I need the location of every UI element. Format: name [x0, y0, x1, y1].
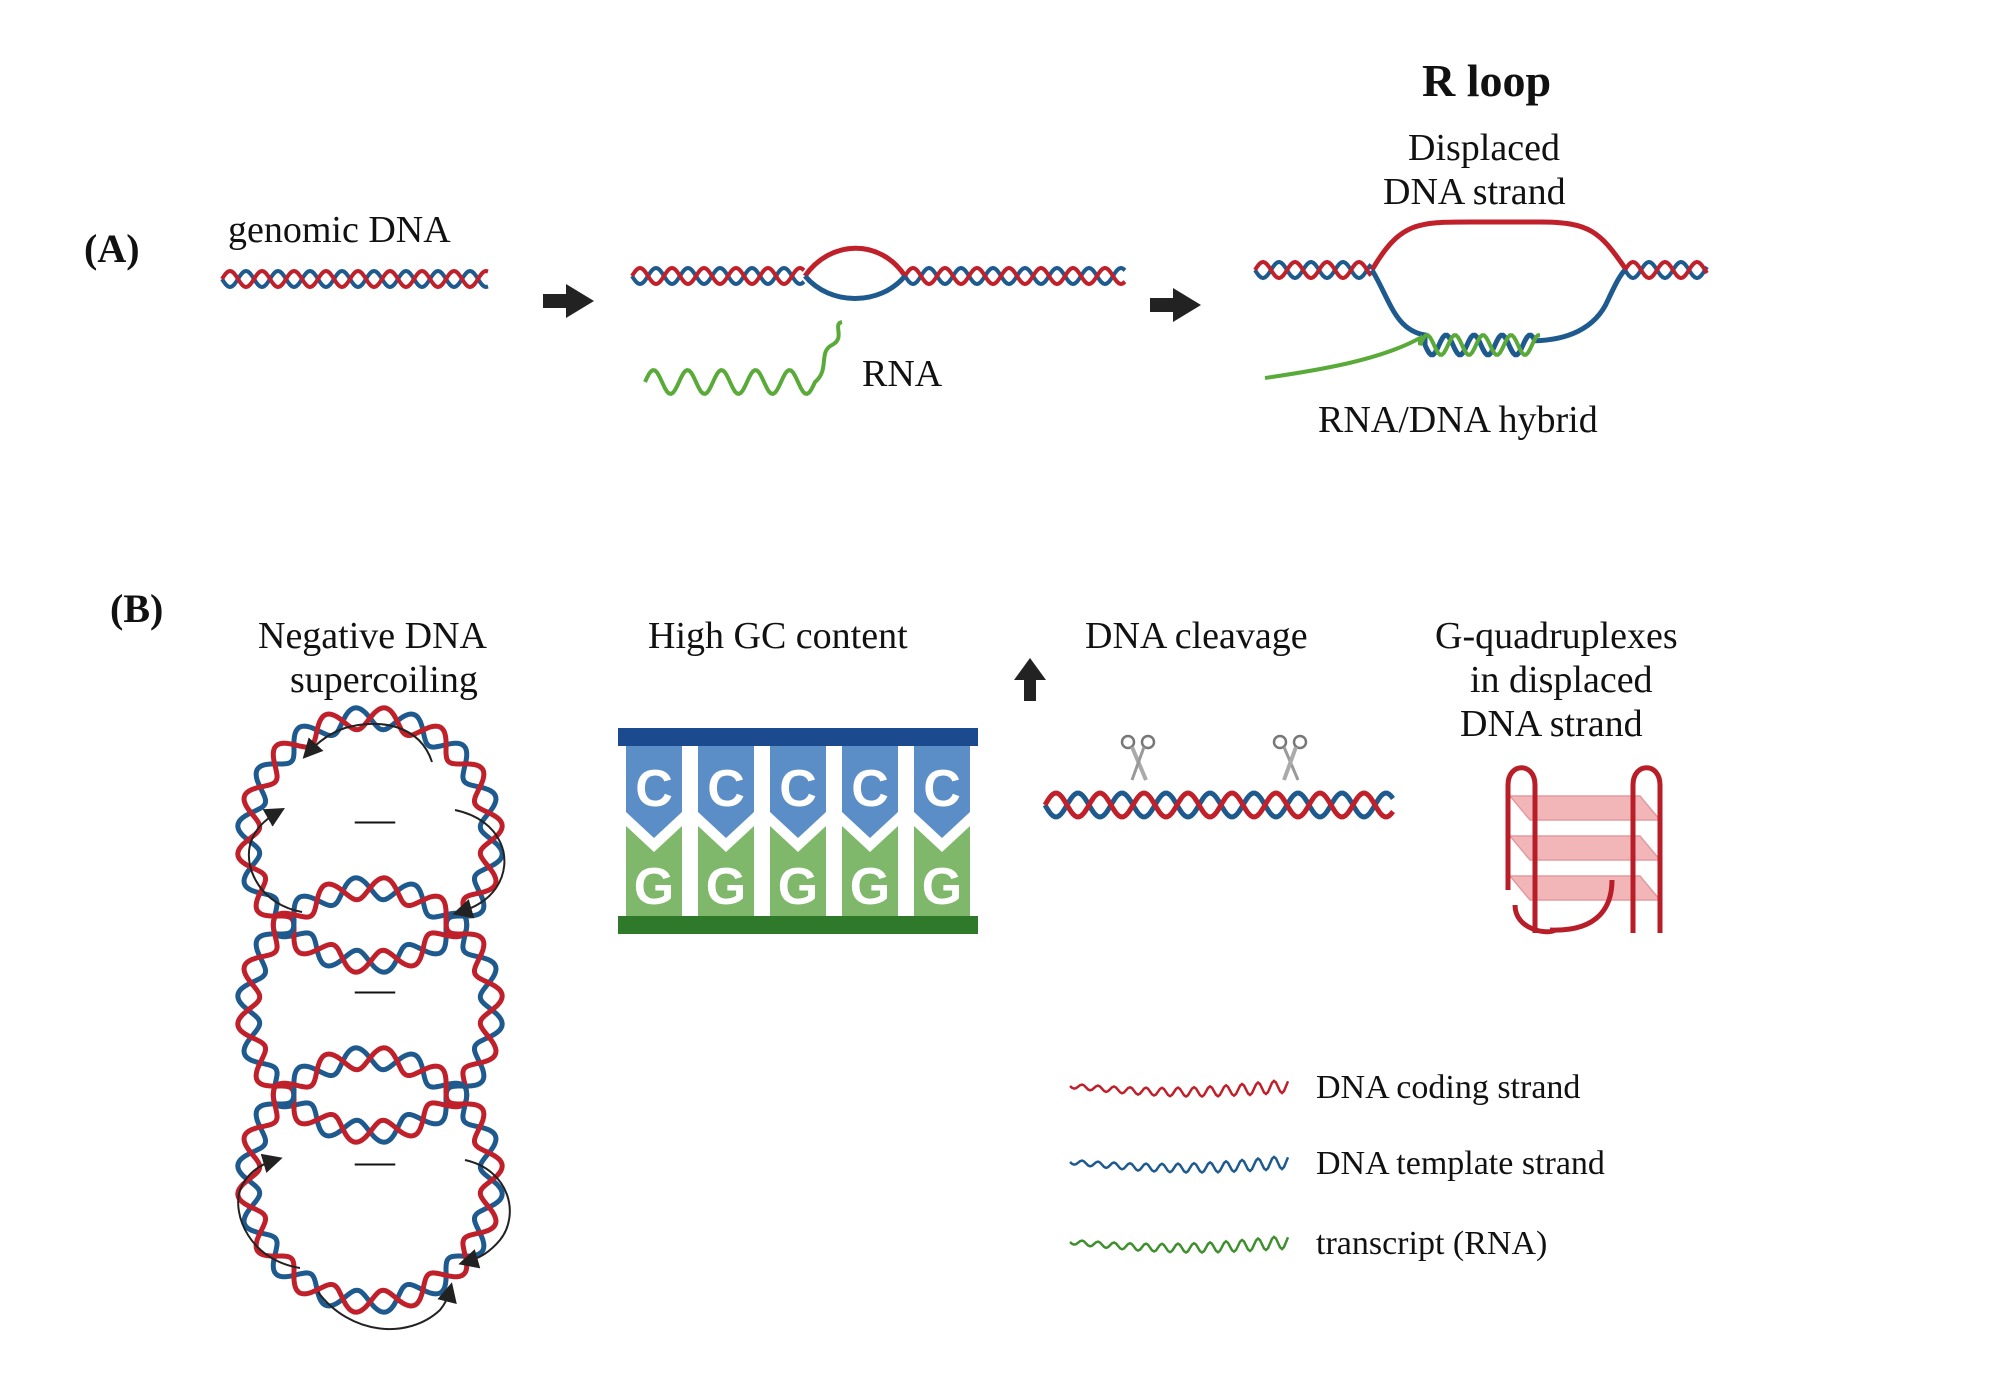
genomic-dna-label: genomic DNA — [228, 209, 451, 251]
legend-label-template: DNA template strand — [1316, 1145, 1605, 1182]
cytosine-block — [698, 746, 754, 838]
legend-swatch-coding — [1069, 1079, 1290, 1099]
dna-helix-right — [1623, 259, 1709, 281]
guanine-block — [626, 826, 682, 916]
bubble-coding-strand — [802, 245, 908, 278]
strand-backbone-bottom — [618, 916, 978, 934]
guanine-block — [770, 826, 826, 916]
coding-strand — [235, 875, 505, 1145]
template-strand — [1042, 790, 1395, 820]
rna-strand-hybrid — [1264, 333, 1540, 380]
g-quadruplex-icon — [1505, 765, 1663, 935]
dna-helix-left — [1253, 259, 1373, 281]
base-letter-g: G — [706, 858, 746, 916]
rotation-arrow-icon — [452, 809, 506, 919]
negative-sign: — — [354, 966, 396, 1011]
strand-backbone-top — [618, 728, 978, 746]
gquad-label-line3: DNA strand — [1460, 703, 1643, 745]
supercoil-loop — [235, 705, 505, 975]
guanine-block — [842, 826, 898, 916]
displaced-label-line1: Displaced — [1408, 127, 1560, 169]
gquad-label-line1: G-quadruplexes — [1435, 615, 1678, 657]
arrow-right-icon — [1150, 288, 1201, 322]
scissors-icon — [1272, 734, 1308, 781]
legend: DNA coding strand DNA template strand tr… — [1069, 1069, 1605, 1262]
panel-b-label: (B) — [110, 586, 163, 631]
template-strand — [903, 265, 1127, 287]
base-letter-c: C — [779, 760, 817, 818]
arrow-right-icon — [543, 284, 594, 318]
template-strand — [1623, 259, 1709, 281]
supercoiling-label-line1: Negative DNA — [258, 615, 488, 657]
base-letter-g: G — [850, 858, 890, 916]
genomic-dna-helix — [220, 268, 489, 290]
coding-strand — [235, 705, 505, 975]
panel-a-label: (A) — [84, 226, 140, 271]
r-loop-title: R loop — [1422, 55, 1551, 106]
rotation-arrow-icon — [458, 1159, 511, 1269]
dna-helix-right — [903, 265, 1127, 287]
gquad-label-line2: in displaced — [1470, 659, 1653, 701]
coding-strand — [220, 268, 489, 290]
displaced-dna-strand — [1369, 219, 1628, 272]
cytosine-block — [626, 746, 682, 838]
negative-sign: — — [354, 1138, 396, 1183]
template-strand-hybrid — [1369, 268, 1627, 358]
base-letter-c: C — [851, 760, 889, 818]
scissors-icon — [1120, 734, 1156, 781]
rna-strand — [643, 320, 843, 397]
coding-strand — [630, 265, 806, 287]
coding-strand — [1253, 259, 1373, 281]
dna-helix-left — [630, 265, 806, 287]
legend-swatch-template — [1069, 1155, 1290, 1175]
cleavage-dna-helix — [1042, 790, 1395, 820]
coding-strand — [903, 265, 1127, 287]
bubble-template-strand — [803, 274, 907, 301]
gc-content-label: High GC content — [648, 615, 908, 657]
guanine-block — [698, 826, 754, 916]
legend-label-coding: DNA coding strand — [1316, 1069, 1580, 1106]
rna-label: RNA — [862, 353, 943, 395]
coding-strand — [235, 1045, 505, 1315]
rotation-arrow-icon — [302, 722, 433, 763]
guanine-block — [914, 826, 970, 916]
supercoil-loop — [235, 1045, 505, 1315]
rna-dna-hybrid-label: RNA/DNA hybrid — [1318, 399, 1598, 441]
base-letter-c: C — [635, 760, 673, 818]
supercoiling-label-line2: supercoiling — [290, 659, 478, 701]
coding-strand — [1042, 790, 1395, 820]
negative-sign: — — [354, 796, 396, 841]
dna-cleavage-label: DNA cleavage — [1085, 615, 1308, 657]
cytosine-block — [842, 746, 898, 838]
coding-strand — [1623, 259, 1709, 281]
base-letter-c: C — [923, 760, 961, 818]
rotation-arrow-icon — [247, 808, 303, 913]
base-letter-g: G — [634, 858, 674, 916]
rotation-arrow-icon — [317, 1282, 457, 1330]
template-strand — [220, 268, 489, 290]
arrow-up-icon — [1014, 658, 1046, 701]
legend-label-rna: transcript (RNA) — [1316, 1225, 1547, 1262]
displaced-label-line2: DNA strand — [1383, 171, 1566, 213]
legend-swatch-rna — [1069, 1235, 1290, 1255]
base-letter-g: G — [778, 858, 818, 916]
cytosine-block — [770, 746, 826, 838]
cytosine-block — [914, 746, 970, 838]
supercoil-loop — [235, 875, 505, 1145]
base-letter-c: C — [707, 760, 745, 818]
base-letter-g: G — [922, 858, 962, 916]
rotation-arrow-icon — [237, 1153, 301, 1269]
